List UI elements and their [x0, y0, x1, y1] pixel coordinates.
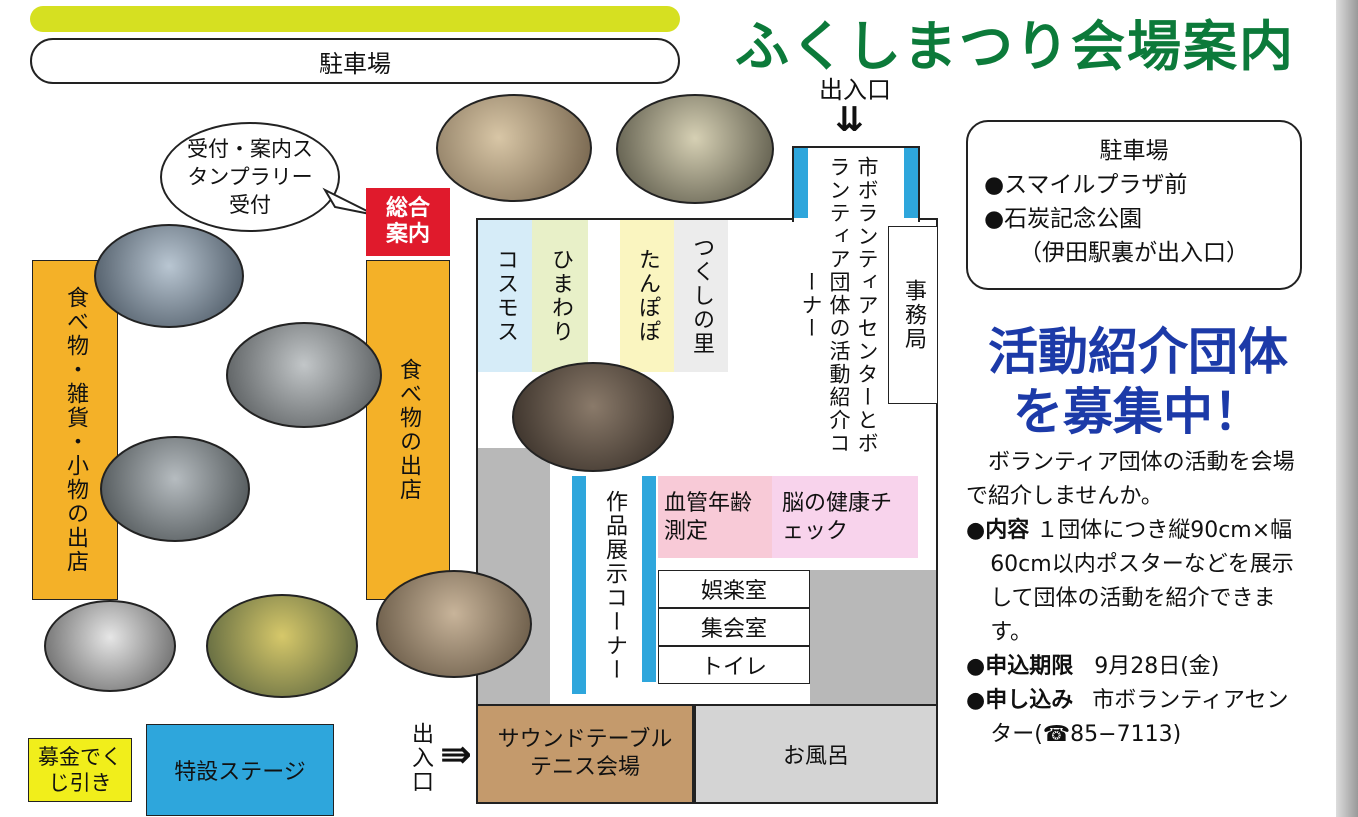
food-goods-label: 食べ物・雑貨・小物の出店 [63, 286, 88, 574]
parking-info-item3: （伊田駅裏が出入口） [1019, 240, 1249, 266]
recruit-deadline-label: ●申込期限 [966, 654, 1074, 679]
recruit-apply: ●申し込み 市ボランティアセンター(☎85−7113) [966, 684, 1306, 752]
volunteer-blue-right [904, 148, 918, 218]
recruit-intro: ボランティア団体の活動を会場で紹介しませんか。 [966, 450, 1295, 509]
food-shop-area[interactable]: 食べ物の出店 [366, 260, 450, 600]
food-goods-area[interactable]: 食べ物・雑貨・小物の出店 [32, 260, 118, 600]
recruit-heading-1: 活動紹介団体 [988, 323, 1288, 381]
top-accent-bar [30, 6, 680, 32]
info-desk-label: 総合案内 [385, 196, 430, 247]
exhibition-label: 作品展示コーナー [602, 490, 627, 682]
fundraising-label: 募金でくじ引き [38, 745, 122, 795]
info-desk[interactable]: 総合案内 [366, 188, 450, 256]
down-arrow-icon: ⇊ [835, 100, 864, 140]
exhibition-corner[interactable]: 作品展示コーナー [592, 476, 636, 696]
room-toilet[interactable]: トイレ [658, 646, 810, 684]
meeting-label: 集会室 [700, 617, 767, 642]
room-meeting[interactable]: 集会室 [658, 608, 810, 646]
recruit-body: ボランティア団体の活動を会場で紹介しませんか。 ●内容 １団体につき縦90cm×… [966, 446, 1306, 752]
room-blood-vessel[interactable]: 血管年齢測定 [658, 476, 772, 558]
recruit-apply-text: 市ボランティアセンター(☎85−7113) [990, 688, 1289, 747]
tennis-label: サウンドテーブルテニス会場 [497, 727, 673, 780]
recruit-deadline: ●申込期限 9月28日(金) [966, 650, 1306, 684]
entrance-left-label: 出入口 [408, 722, 433, 794]
parking-info-item1: ●スマイルプラザ前 [984, 172, 1188, 198]
volunteer-tower-frame [792, 146, 920, 222]
room-office[interactable]: 事務局 [888, 226, 938, 404]
parking-info-title: 駐車場 [1099, 138, 1169, 164]
toilet-label: トイレ [700, 655, 767, 680]
parking-info-item2: ●石炭記念公園 [984, 206, 1143, 232]
room-cosmos[interactable]: コスモス [478, 220, 532, 372]
room-bath[interactable]: お風呂 [694, 704, 938, 804]
reception-bubble: 受付・案内スタンプラリー受付 [160, 122, 340, 232]
volunteer-blue-left [794, 148, 808, 218]
room-tanpopo-label: たんぽぽ [635, 248, 660, 344]
page-title: ふくしまつり会場案内 [735, 15, 1295, 78]
photo-goods-lower [100, 436, 250, 542]
room-tsukushi-label: つくしの里 [689, 236, 714, 356]
entrance-left: 出入口 [404, 712, 436, 804]
parking-info-box: 駐車場 ●スマイルプラザ前 ●石炭記念公園 （伊田駅裏が出入口） [966, 120, 1302, 290]
recruit-heading-2: を募集中！ [1013, 383, 1263, 441]
volunteer-corner-label: 市ボランティアセンターとボランティア団体の活動紹介コーナー [799, 155, 879, 455]
right-arrow-icon: ⇛ [440, 732, 472, 776]
brain-check-label: 脳の健康チェック [782, 491, 893, 544]
exhibition-blue-bar [572, 476, 586, 694]
photo-himawari [436, 94, 592, 202]
bubble-tail [322, 187, 376, 216]
room-brain-check[interactable]: 脳の健康チェック [772, 476, 918, 558]
room-recreation[interactable]: 娯楽室 [658, 570, 810, 608]
room-tsukushi[interactable]: つくしの里 [674, 220, 728, 372]
blood-vessel-label: 血管年齢測定 [664, 491, 753, 544]
photo-tanpopo [616, 94, 774, 204]
room-office-label: 事務局 [901, 279, 926, 351]
gray-area-right [810, 570, 936, 704]
recreation-label: 娯楽室 [700, 579, 767, 604]
photo-stage [206, 594, 358, 698]
reception-bubble-text: 受付・案内スタンプラリー受付 [187, 137, 313, 217]
recruit-content-label: ●内容 [966, 518, 1030, 543]
photo-cosmos [512, 362, 674, 472]
bath-label: お風呂 [782, 744, 849, 769]
room-tanpopo[interactable]: たんぽぽ [620, 220, 674, 372]
special-stage[interactable]: 特設ステージ [146, 724, 334, 816]
photo-food-goods [94, 224, 244, 328]
recruit-deadline-text: 9月28日(金) [1094, 654, 1220, 679]
room-himawari[interactable]: ひまわり [532, 220, 588, 372]
photo-tennis [376, 570, 532, 678]
parking-area-top: 駐車場 [30, 38, 680, 84]
recruit-content: ●内容 １団体につき縦90cm×幅60cm以内ポスターなどを展示して団体の活動を… [966, 514, 1306, 650]
room-sound-table-tennis[interactable]: サウンドテーブルテニス会場 [476, 704, 694, 804]
page-edge [1336, 0, 1358, 817]
recruit-content-text: １団体につき縦90cm×幅60cm以内ポスターなどを展示して団体の活動を紹介でき… [990, 518, 1294, 645]
entrance-top-label: 出入口 [819, 76, 891, 104]
room-cosmos-label: コスモス [493, 248, 518, 344]
food-shop-label: 食べ物の出店 [396, 358, 421, 502]
rooms-blue-bar [642, 476, 656, 682]
room-himawari-label: ひまわり [548, 248, 573, 344]
volunteer-corner[interactable]: 市ボランティアセンターとボランティア団体の活動紹介コーナー [790, 150, 888, 460]
recruit-apply-label: ●申し込み [966, 688, 1074, 713]
fundraising-lottery[interactable]: 募金でくじ引き [28, 738, 132, 802]
photo-food-shop [226, 322, 382, 428]
stage-label: 特設ステージ [174, 760, 306, 785]
photo-fundraising [44, 600, 176, 692]
